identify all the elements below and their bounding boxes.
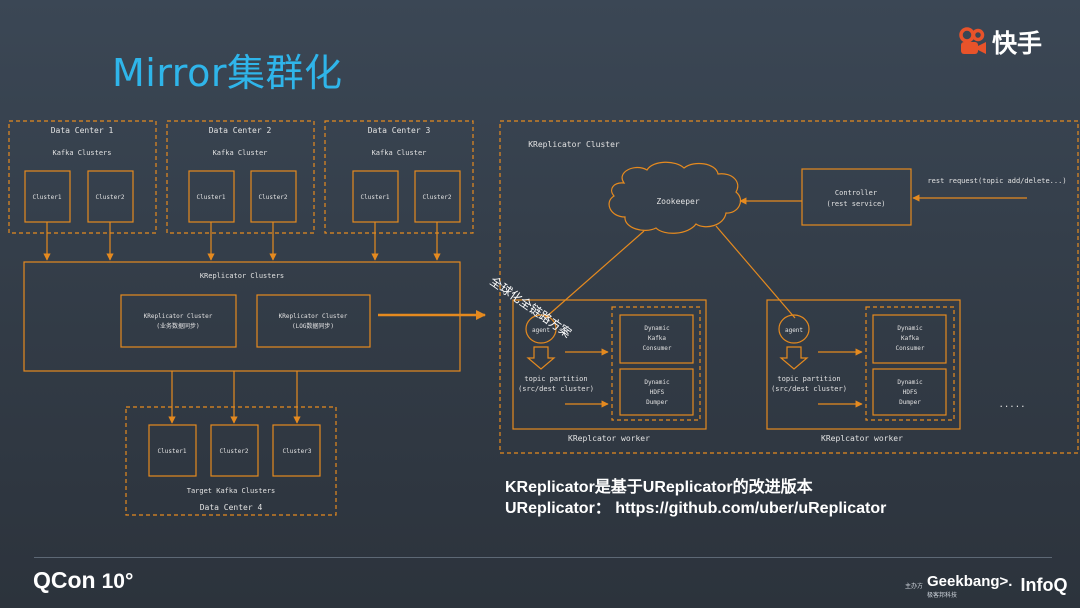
- worker1-dhs-3: Dumper: [646, 399, 668, 406]
- worker1-down-arrow: [526, 346, 556, 370]
- dc4-cluster3-box: [272, 424, 321, 477]
- worker1-agent: [525, 314, 557, 344]
- kreplicator-cluster-b-box: [256, 294, 371, 348]
- worker2-dkc-1: Dynamic: [897, 325, 923, 332]
- right-cluster-box: [499, 120, 1079, 454]
- infoq-logo: InfoQ: [1020, 574, 1068, 595]
- dc1-sub: Kafka Clusters: [52, 149, 111, 157]
- geekbang-sub: 极客邦科技: [927, 592, 958, 599]
- sponsor-label: 主办方: [905, 582, 924, 590]
- worker2-dhs-3: Dumper: [899, 399, 921, 406]
- worker2-agent-label: agent: [785, 327, 803, 334]
- line-zk-worker1: [544, 230, 645, 319]
- more-workers-ellipsis: .....: [998, 400, 1025, 410]
- kreplicator-b-line2: (LOG数据同步): [292, 322, 334, 330]
- sponsor-logos: 主办方 Geekbang>. 极客邦科技 InfoQ: [905, 571, 1067, 599]
- brand: 快手: [958, 24, 1042, 60]
- dc2-cluster1-label: Cluster1: [197, 194, 226, 201]
- dc1-title: Data Center 1: [51, 126, 114, 135]
- dc4-cluster2-label: Cluster2: [220, 448, 249, 455]
- dc3-box: [324, 120, 474, 234]
- dc4-cluster2-box: [210, 424, 259, 477]
- controller-line1: Controller: [835, 189, 877, 197]
- kreplicator-b-line1: KReplicator Cluster: [279, 313, 348, 320]
- kuaishou-logo-icon: [959, 27, 986, 54]
- worker2-dhs-box: [872, 368, 947, 416]
- worker1-label: KReplcator worker: [568, 434, 650, 443]
- dc3-cluster1-label: Cluster1: [361, 194, 390, 201]
- footer-divider: [34, 557, 1052, 558]
- geekbang-text: Geekbang>.: [927, 573, 1013, 590]
- worker2-dhs-1: Dynamic: [897, 379, 923, 386]
- dc1-box: [8, 120, 157, 234]
- qcon-text: QCon: [33, 567, 96, 593]
- worker1-box: [512, 299, 707, 430]
- qcon-mark: 10°: [101, 570, 134, 593]
- worker1-dkc-box: [619, 314, 694, 364]
- dc4-cluster3-label: Cluster3: [283, 448, 312, 455]
- worker2-dkc-3: Consumer: [896, 345, 925, 352]
- worker2-dkc-2: Kafka: [901, 335, 919, 342]
- kreplicator-clusters-box: [23, 261, 461, 372]
- line-zk-worker2: [715, 225, 796, 319]
- controller-box: [801, 168, 912, 226]
- dc2-cluster2-label: Cluster2: [259, 194, 288, 201]
- worker1-dhs-box: [619, 368, 694, 416]
- zookeeper-cloud: [608, 161, 741, 234]
- worker1-dkc-2: Kafka: [648, 335, 666, 342]
- worker1-dkc-1: Dynamic: [644, 325, 670, 332]
- worker2-down-arrow: [779, 346, 809, 370]
- zookeeper-label: Zookeeper: [656, 197, 700, 206]
- geekbang-logo: Geekbang>. 极客邦科技: [927, 571, 1012, 599]
- right-cluster-title: KReplicator Cluster: [528, 140, 620, 149]
- caption-line1: KReplicator是基于UReplicator的改进版本: [505, 479, 813, 496]
- worker1-dkc-3: Consumer: [643, 345, 672, 352]
- dc3-cluster2-label: Cluster2: [423, 194, 452, 201]
- worker1-dhs-2: HDFS: [650, 389, 665, 396]
- worker2-box: [766, 299, 961, 430]
- kreplicator-clusters-title: KReplicator Clusters: [200, 272, 284, 280]
- dc3-sub: Kafka Cluster: [372, 149, 427, 157]
- dc4-box: [125, 406, 337, 516]
- caption-line2: UReplicator： https://github.com/uber/uRe…: [505, 500, 887, 517]
- dc4-sub: Target Kafka Clusters: [187, 487, 276, 495]
- kreplicator-a-line1: KReplicator Cluster: [144, 313, 213, 320]
- brand-name: 快手: [992, 29, 1043, 58]
- controller-line2: (rest service): [826, 200, 885, 208]
- worker2-tp1: topic partition: [777, 375, 840, 383]
- dc4-cluster1-label: Cluster1: [158, 448, 187, 455]
- kreplicator-a-line2: (业务数据同步): [156, 322, 199, 330]
- kreplicator-cluster-a-box: [120, 294, 237, 348]
- dc2-sub: Kafka Cluster: [213, 149, 268, 157]
- rest-request-label: rest request(topic add/delete...): [927, 177, 1066, 185]
- dc4-title: Data Center 4: [200, 503, 263, 512]
- worker2-dhs-2: HDFS: [903, 389, 918, 396]
- worker1-tp1: topic partition: [524, 375, 587, 383]
- worker1-tp2: (src/dest cluster): [518, 385, 594, 393]
- worker2-group: [865, 306, 955, 421]
- worker1-dhs-1: Dynamic: [644, 379, 670, 386]
- slide-title: Mirror集群化: [112, 51, 343, 95]
- dc1-cluster1-label: Cluster1: [33, 194, 62, 201]
- worker1-agent-label: agent: [532, 327, 550, 334]
- dc2-title: Data Center 2: [209, 126, 272, 135]
- worker1-group: [611, 306, 701, 421]
- worker2-agent: [778, 314, 810, 344]
- dc1-cluster2-label: Cluster2: [96, 194, 125, 201]
- worker2-tp2: (src/dest cluster): [771, 385, 847, 393]
- worker2-dkc-box: [872, 314, 947, 364]
- dc3-title: Data Center 3: [368, 126, 431, 135]
- dc4-cluster1-box: [148, 424, 197, 477]
- dc2-box: [166, 120, 315, 234]
- worker2-label: KReplcator worker: [821, 434, 903, 443]
